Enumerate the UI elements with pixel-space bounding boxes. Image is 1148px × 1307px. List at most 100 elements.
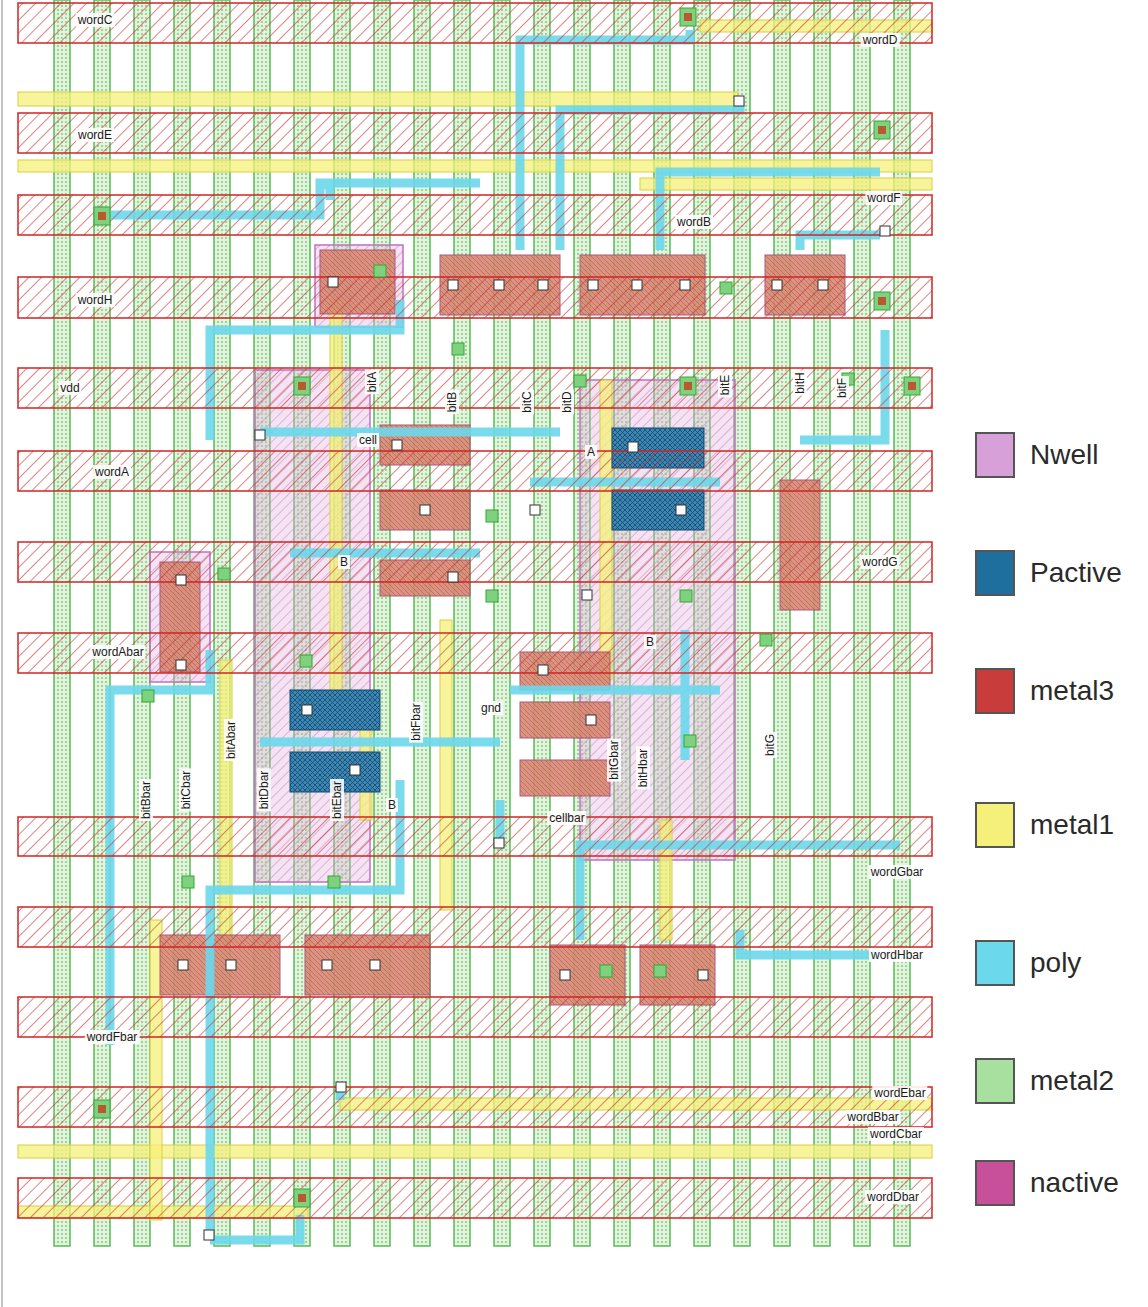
contact — [176, 660, 186, 670]
signal-label: wordE — [76, 128, 114, 142]
contact — [538, 665, 548, 675]
contact — [322, 960, 332, 970]
via — [874, 121, 890, 139]
via — [486, 510, 498, 522]
signal-label: wordC — [76, 13, 115, 27]
signal-label: wordGbar — [869, 865, 926, 879]
metal2-stripe — [494, 0, 510, 1246]
signal-label: wordF — [865, 191, 902, 205]
via-cut — [298, 382, 306, 390]
legend-swatch — [975, 1160, 1015, 1206]
contact — [588, 280, 598, 290]
via — [654, 965, 666, 977]
via-cut — [298, 1194, 306, 1202]
signal-label: wordG — [860, 555, 899, 569]
pactive-region — [290, 690, 380, 730]
signal-label: wordCbar — [868, 1127, 924, 1141]
signal-label: wordH — [76, 293, 115, 307]
signal-label: bitA — [365, 370, 379, 395]
nwell-region — [255, 370, 370, 882]
signal-label: bitG — [763, 732, 777, 758]
signal-label: bitDbar — [257, 769, 271, 812]
nactive-region — [520, 702, 610, 738]
contact — [586, 715, 596, 725]
legend-swatch — [975, 940, 1015, 986]
via-group — [94, 8, 920, 1207]
signal-label: wordDbar — [865, 1190, 921, 1204]
signal-label: gnd — [479, 701, 503, 715]
contact — [302, 705, 312, 715]
via — [328, 876, 340, 888]
contact — [176, 575, 186, 585]
metal2-stripe — [94, 0, 110, 1246]
legend-swatch — [975, 1058, 1015, 1104]
contact — [448, 280, 458, 290]
contact — [392, 440, 402, 450]
legend-swatch — [975, 550, 1015, 596]
contact — [204, 1230, 214, 1240]
contact — [734, 96, 744, 106]
signal-label: wordEbar — [872, 1086, 927, 1100]
legend-text: metal3 — [1030, 674, 1114, 708]
via — [600, 965, 612, 977]
contact — [680, 280, 690, 290]
signal-label: bitE — [718, 373, 732, 398]
signal-label: bitD — [560, 389, 574, 414]
via — [720, 282, 732, 294]
contact — [255, 430, 265, 440]
signal-label: bitHbar — [636, 747, 650, 790]
metal3-band — [18, 368, 932, 408]
metal3-band — [18, 817, 932, 856]
contact — [676, 505, 686, 515]
signal-label: bitH — [793, 370, 807, 395]
legend-text: metal2 — [1030, 1064, 1114, 1098]
signal-label: bitCbar — [179, 769, 193, 812]
metal3-band — [18, 1087, 932, 1127]
nactive-region — [640, 945, 715, 1005]
signal-label: bitC — [520, 389, 534, 414]
poly-wire — [800, 235, 880, 250]
signal-label: bitBbar — [139, 779, 153, 821]
contact — [494, 838, 504, 848]
poly-wire — [260, 738, 500, 747]
signal-label: bitGbar — [607, 738, 621, 781]
legend-swatch — [975, 668, 1015, 714]
metal3-band — [18, 451, 932, 491]
signal-label: wordA — [93, 465, 131, 479]
signal-label: vdd — [58, 381, 81, 395]
signal-label: wordFbar — [85, 1030, 140, 1044]
nactive-region — [380, 490, 470, 530]
contact — [328, 277, 338, 287]
signal-label: cellbar — [547, 811, 586, 825]
metal1-wire — [220, 660, 232, 940]
via — [294, 1189, 310, 1207]
contact — [880, 226, 890, 236]
contact — [448, 572, 458, 582]
via — [294, 377, 310, 395]
via — [142, 690, 154, 702]
via-cut — [98, 212, 106, 220]
via — [684, 735, 696, 747]
signal-label: bitF — [835, 376, 849, 400]
contact — [772, 280, 782, 290]
signal-label: wordB — [675, 215, 713, 229]
contact — [420, 505, 430, 515]
via — [486, 590, 498, 602]
nactive-region — [520, 760, 610, 796]
signal-label: bitAbar — [224, 719, 238, 761]
signal-label: wordAbar — [90, 645, 145, 659]
via — [300, 655, 312, 667]
legend-text: nactive — [1030, 1166, 1119, 1200]
metal1-wire — [640, 178, 932, 190]
via-cut — [98, 1105, 106, 1113]
metal3-band — [18, 277, 932, 318]
metal3-band — [18, 633, 932, 673]
metal3-band — [18, 1178, 932, 1218]
contact — [370, 960, 380, 970]
signal-label: wordBbar — [845, 1110, 900, 1124]
contact — [538, 280, 548, 290]
metal3-band — [18, 907, 932, 947]
via — [182, 876, 194, 888]
contact — [226, 960, 236, 970]
via — [374, 265, 386, 277]
